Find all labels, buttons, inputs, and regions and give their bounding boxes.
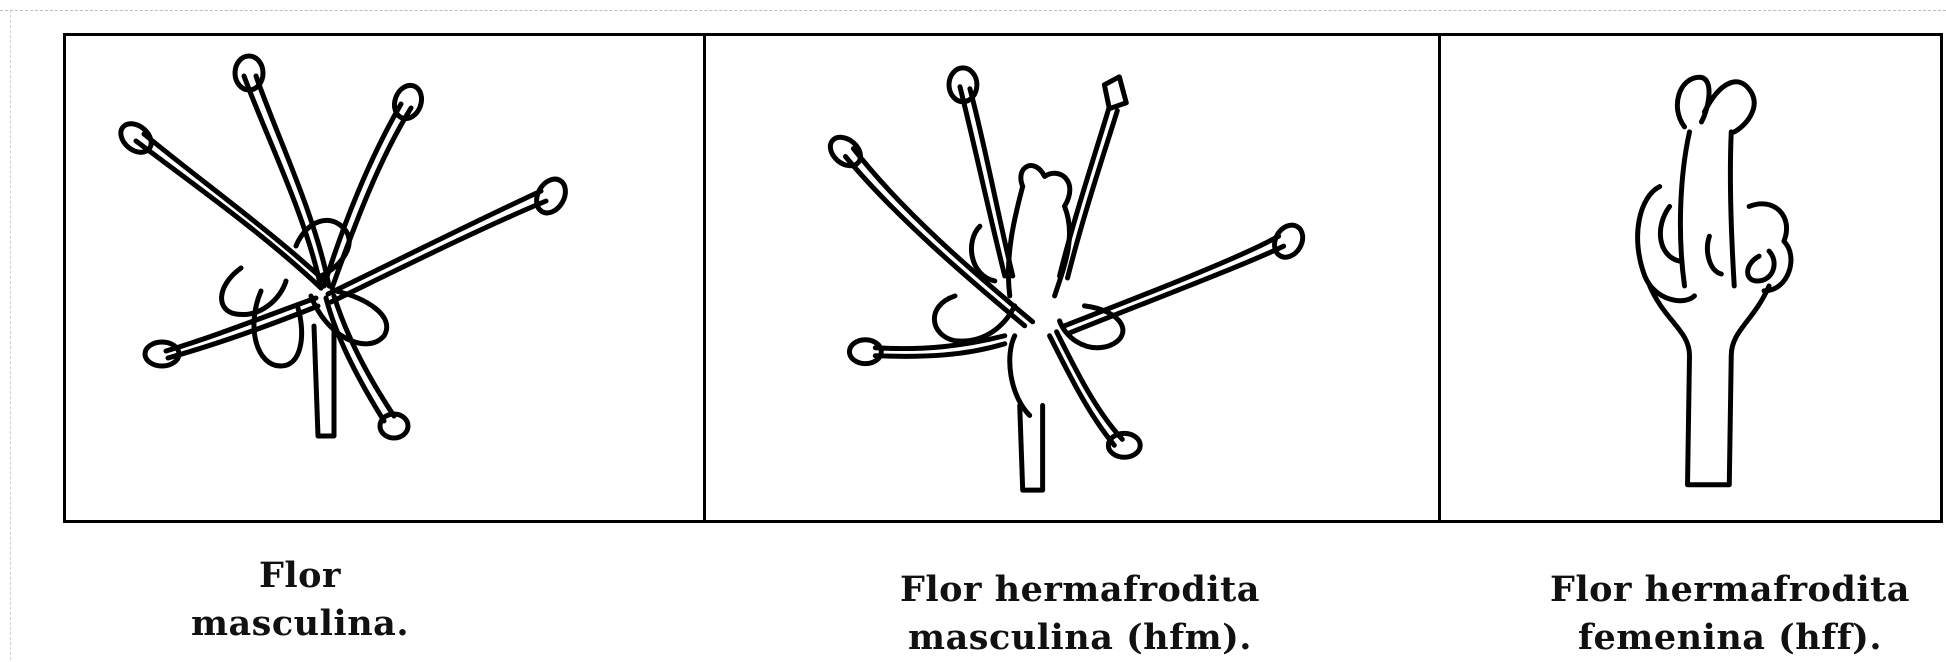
staminate-flower-drawing: [66, 36, 703, 520]
scan-left-border: [10, 10, 11, 660]
caption-line: Flor hermafrodita: [1540, 566, 1920, 614]
caption-line: masculina (hfm).: [880, 614, 1280, 662]
caption-hermaphrodite-feminine: Flor hermafrodita femenina (hff).: [1540, 566, 1920, 662]
caption-masculine-flower: Flor masculina.: [150, 552, 450, 648]
peduncle: [314, 324, 334, 436]
ovary: [1680, 132, 1689, 286]
pistil: [1021, 166, 1070, 296]
panel-hermaphrodite-masculine-flower: [703, 36, 1438, 520]
caption-line: femenina (hff).: [1540, 614, 1920, 662]
caption-line: Flor masculina.: [150, 552, 450, 648]
stigma-lobe-left: [1677, 77, 1709, 127]
peduncle: [1020, 405, 1043, 490]
hermaphrodite-feminine-flower-drawing: [1441, 36, 1940, 520]
caption-line: Flor hermafrodita: [880, 566, 1280, 614]
figure-panel-strip: [63, 33, 1943, 523]
peduncle: [1650, 286, 1769, 485]
panel-masculine-flower: [66, 36, 703, 520]
stigma-lobe-right: [1704, 82, 1754, 132]
panel-hermaphrodite-feminine-flower: [1438, 36, 1940, 520]
hermaphrodite-masculine-flower-drawing: [706, 36, 1438, 520]
caption-hermaphrodite-masculine: Flor hermafrodita masculina (hfm).: [880, 566, 1280, 662]
scan-top-border: [0, 10, 1946, 11]
